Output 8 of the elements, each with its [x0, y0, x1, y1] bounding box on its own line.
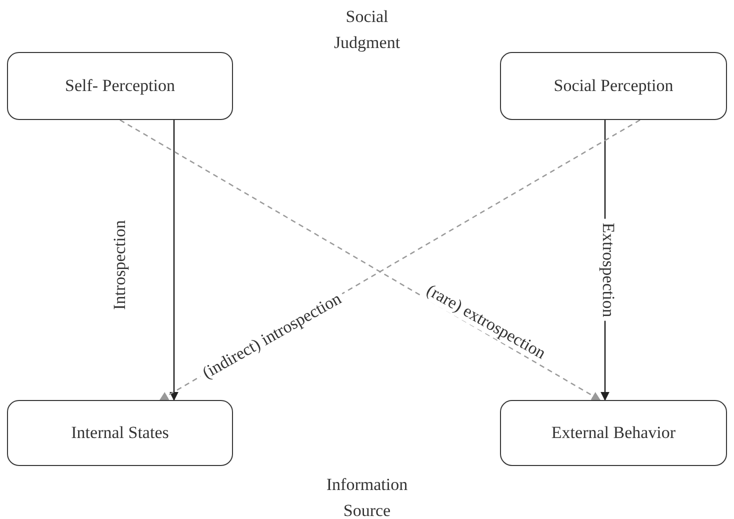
rounded-box: External Behavior	[500, 400, 727, 466]
arrow	[120, 119, 601, 401]
rounded-box: Internal States	[7, 400, 233, 466]
rounded-box: Self- Perception	[7, 52, 233, 120]
rounded-box: Social Perception	[500, 52, 727, 120]
arrow	[170, 120, 178, 401]
axis-label: Social Judgment	[332, 6, 402, 54]
axis-label: Information Source	[325, 474, 409, 519]
